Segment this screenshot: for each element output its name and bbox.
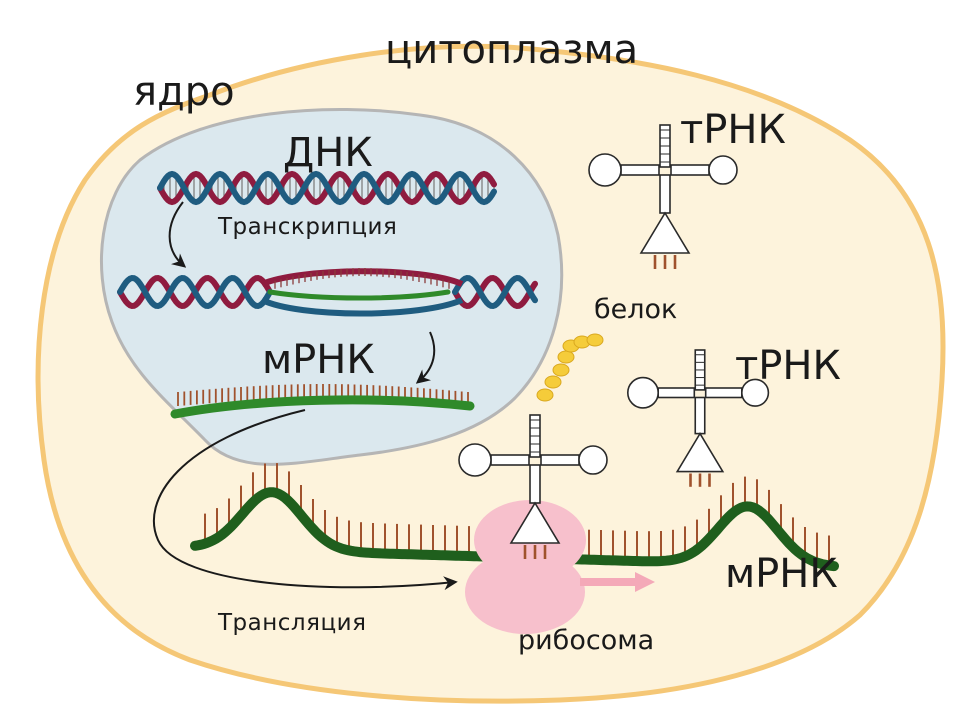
export-arrow [415,331,436,384]
transcription-arrow [168,201,187,268]
nucleus-label: ядро [133,69,235,115]
trna-left-arm [490,454,530,466]
trna-anticodon-loop [639,211,691,254]
mrna-nucleus-label: мРНК [262,337,375,383]
protein-chain [536,333,604,402]
dna-transcription-bubble [117,268,538,317]
dna-open-right-strand-2 [452,274,538,310]
bubble-upper-strand [260,268,464,287]
trna-anticodon-loop [509,501,561,544]
trna-anticodon-stem [529,464,541,504]
translation-label: Трансляция [218,610,367,636]
transcription-label: Транскрипция [218,214,398,240]
amino-acid-bead [552,363,570,377]
mrna-cytoplasm-label: мРНК [725,551,838,597]
protein-label: белок [594,294,678,325]
trna-left-arm [657,387,696,399]
trna-right-loop [740,378,770,407]
amino-acid-bead [557,350,575,364]
trna-right-loop [708,155,738,185]
dna-double-helix [157,170,497,206]
trna-top-label: тРНК [680,107,786,153]
trna-right-loop [578,445,608,475]
amino-acid-bead [586,333,604,347]
dna-open-right-strand-1 [452,274,538,310]
dna-open-left-strand-2 [117,274,273,310]
trna-molecule-middle [626,349,770,487]
amino-acid-bead [536,388,554,402]
trna-middle-label: тРНК [735,343,841,389]
cytoplasm-label: цитоплазма [385,27,639,73]
translation-arrow [153,409,458,591]
amino-acid-bead [544,375,562,389]
trna-anticodon-stem [659,174,671,214]
trna-molecule-top [588,124,738,269]
trna-left-loop [588,153,622,187]
dna-strand-2 [157,170,497,206]
nascent-mrna [267,289,451,301]
ribosome-label: рибосома [518,625,655,656]
trna-left-loop [458,443,492,477]
trna-anticodon-loop [675,432,725,473]
trna-left-arm [620,164,660,176]
bubble-lower-strand [260,297,464,317]
dna-label: ДНК [283,130,373,176]
trna-right-arm [670,164,710,176]
mrna-nucleus-backbone [170,395,475,419]
trna-molecule-ribosome [458,414,608,559]
mrna-nucleus-strand [170,384,475,419]
trna-right-arm [540,454,580,466]
trna-anticodon-stem [694,396,706,435]
trna-right-arm [704,387,743,399]
trna-left-loop [626,376,659,409]
